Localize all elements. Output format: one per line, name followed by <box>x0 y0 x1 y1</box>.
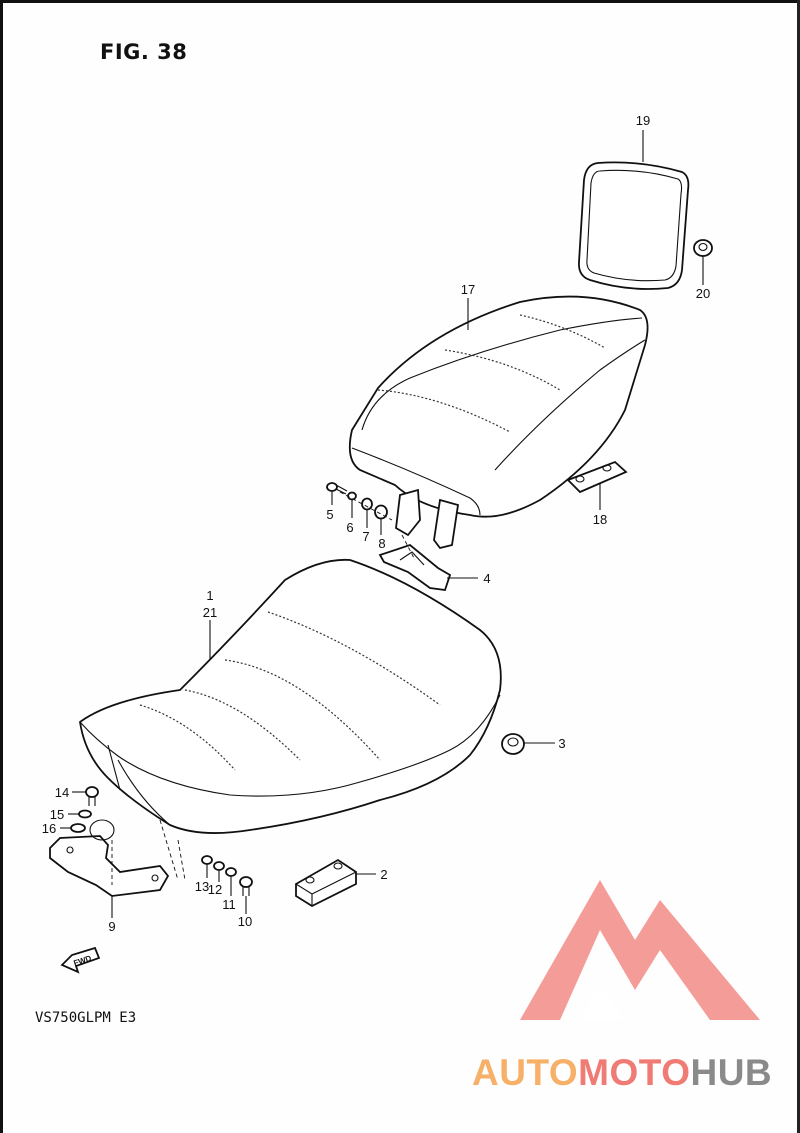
callout-labels: 19 20 17 18 4 1 21 3 2 5 6 7 8 14 15 16 … <box>42 113 710 934</box>
watermark-text: AUTOMOTOHUB <box>472 1052 772 1094</box>
figure-title: FIG. 38 <box>100 40 188 64</box>
alignment-lines <box>111 491 416 885</box>
callout-3: 3 <box>558 736 565 751</box>
watermark-logo-icon <box>520 880 760 1020</box>
part-rider-seat <box>79 558 502 834</box>
page-border-top <box>0 0 800 3</box>
callout-19: 19 <box>636 113 650 128</box>
part-bracket-4 <box>378 543 452 591</box>
part-grommet-3 <box>501 733 525 755</box>
callout-12: 12 <box>208 882 222 897</box>
callout-17: 17 <box>461 282 475 297</box>
callout-7: 7 <box>362 529 369 544</box>
watermark-auto: AUTO <box>472 1052 579 1093</box>
callout-11: 11 <box>222 897 236 912</box>
part-bolt-10 <box>239 876 253 896</box>
page-border-left <box>0 0 3 1133</box>
callout-16: 16 <box>42 821 56 836</box>
part-bolt-5 <box>326 482 348 495</box>
watermark-moto: MOTO <box>578 1052 691 1093</box>
callout-15: 15 <box>50 807 64 822</box>
callout-10: 10 <box>238 914 252 929</box>
callout-13: 13 <box>195 879 209 894</box>
callout-8: 8 <box>378 536 385 551</box>
callout-20: 20 <box>696 286 710 301</box>
callout-6: 6 <box>346 520 353 535</box>
part-backrest-pad <box>578 161 690 290</box>
part-washer-15 <box>78 809 92 819</box>
page-border-right <box>797 0 800 1133</box>
callout-4: 4 <box>483 571 490 586</box>
part-bolt-14 <box>85 786 99 806</box>
part-seat-bracket-9 <box>49 819 170 897</box>
callout-1: 1 <box>206 588 213 603</box>
callout-9: 9 <box>108 919 115 934</box>
part-washer-6 <box>347 491 357 501</box>
callout-18: 18 <box>593 512 607 527</box>
part-passenger-seat <box>348 295 649 518</box>
part-washer-16 <box>70 823 86 833</box>
fwd-arrow-icon: FWD <box>60 946 101 974</box>
part-washer-12 <box>213 861 225 871</box>
part-washer-13 <box>201 855 213 865</box>
callout-5: 5 <box>326 507 333 522</box>
part-nut-20 <box>693 239 713 257</box>
callout-21: 21 <box>203 605 217 620</box>
part-block-2 <box>295 858 357 908</box>
part-seat-brackets <box>395 488 460 550</box>
callout-14: 14 <box>55 785 69 800</box>
part-washer-11 <box>225 867 237 877</box>
callout-2: 2 <box>380 867 387 882</box>
part-seat-pad-18 <box>566 460 628 494</box>
part-washer-7 <box>361 497 373 511</box>
leader-lines <box>60 130 704 918</box>
watermark-hub: HUB <box>690 1052 773 1093</box>
model-code: VS750GLPM E3 <box>35 1010 137 1026</box>
